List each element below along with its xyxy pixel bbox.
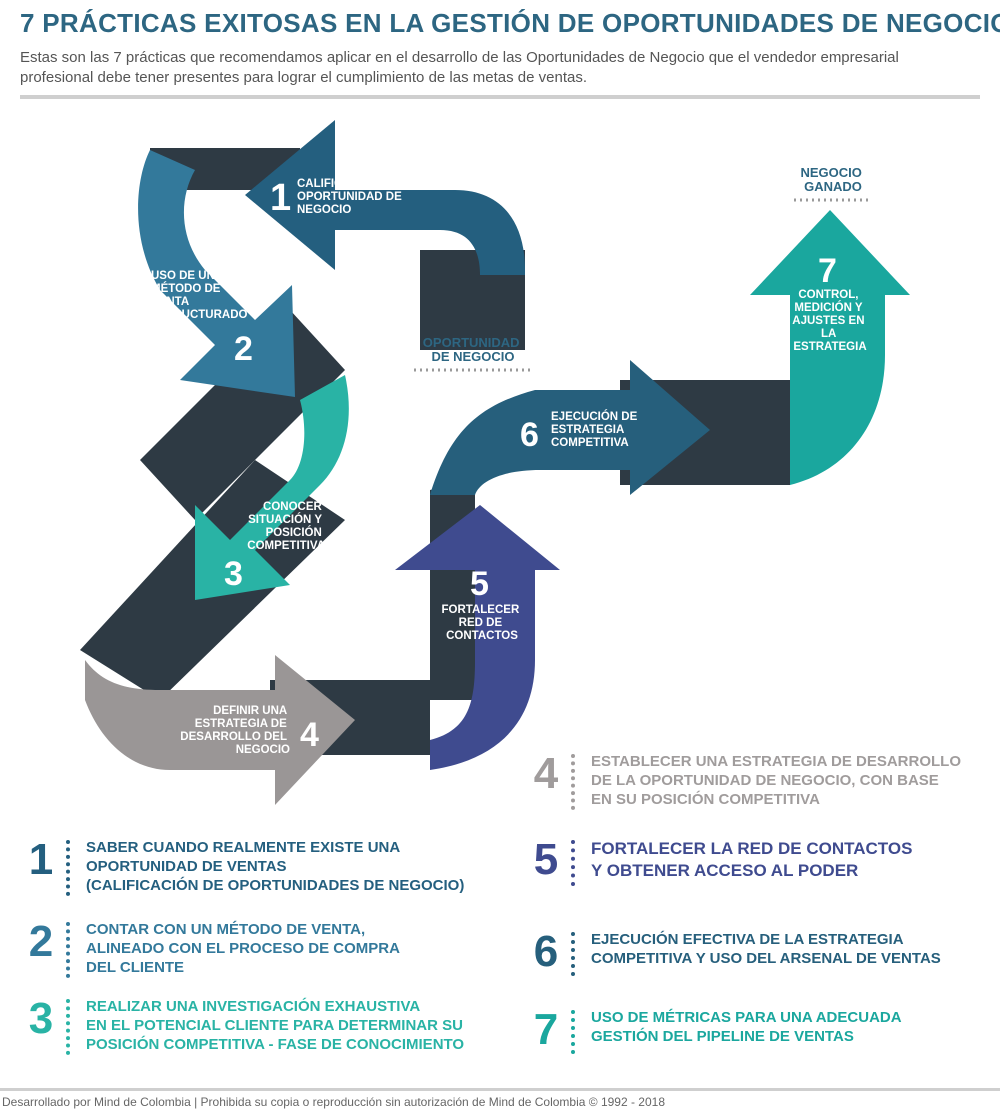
step-6-label: EJECUCIÓN DE ESTRATEGIA COMPETITIVA [551,410,640,449]
process-diagram: 1 CALIFICAR OPORTUNIDAD DE NEGOCIO USO D… [80,120,910,805]
legend-dots [571,932,581,976]
end-label: NEGOCIO GANADO [800,165,865,194]
bottom-divider [0,1088,1000,1091]
legend-item-2: 2 CONTAR CON UN MÉTODO DE VENTA,ALINEADO… [20,920,400,978]
step-5-number: 5 [470,565,489,603]
legend-dots [571,1010,581,1054]
legend-dots [66,840,76,896]
step-4-number: 4 [300,716,319,754]
step-5-label: FORTALECER RED DE CONTACTOS [442,604,523,642]
footer-text: Desarrollado por Mind de Colombia | Proh… [2,1095,665,1109]
legend-number: 4 [533,749,559,798]
start-label: OPORTUNIDAD DE NEGOCIO [423,335,523,364]
step-6-arrow [430,360,710,495]
step-2-arrow [138,150,295,397]
legend-number: 7 [533,1005,559,1054]
top-divider [20,95,980,99]
intro-text: Estas son las 7 prácticas que recomendam… [20,49,899,86]
step-2-label: USO DE UN MÉTODO DE VENTA ESTRUCTURADO [151,270,248,321]
step-1-number: 1 [270,177,291,219]
step-2-number: 2 [234,330,253,368]
legend-number: 1 [28,835,54,884]
step-4-arrow [85,655,355,805]
step-1-arrow [245,120,525,275]
step-5-arrow [395,505,560,770]
legend-dots [571,840,581,886]
step-4-label: DEFINIR UNA ESTRATEGIA DE DESARROLLO DEL… [180,705,290,756]
step-7-arrow [750,210,910,485]
legend-dots [66,999,76,1055]
legend-number: 6 [533,927,559,976]
legend-number: 2 [28,917,54,966]
legend-dots [571,754,581,810]
step-3-label: CONOCER SITUACIÓN Y POSICIÓN COMPETITIVA [247,501,325,552]
step-3-number: 3 [224,555,243,593]
step-7-label: CONTROL, MEDICIÓN Y AJUSTES EN LA ESTRAT… [792,289,867,353]
legend-number: 3 [28,994,54,1043]
step-7-number: 7 [818,252,837,290]
step-3-arrow [195,375,349,600]
legend-text: CONTAR CON UN MÉTODO DE VENTA,ALINEADO C… [86,921,400,976]
page-title: 7 PRÁCTICAS EXITOSAS EN LA GESTIÓN DE OP… [20,8,1000,38]
step-labels: 1 CALIFICAR OPORTUNIDAD DE NEGOCIO USO D… [151,177,867,756]
legend-dots [66,922,76,978]
step-6-number: 6 [520,416,539,454]
step-1-label: CALIFICAR OPORTUNIDAD DE NEGOCIO [297,178,405,216]
legend-number: 5 [533,835,559,884]
legend-item-4: 4 ESTABLECER UNA ESTRATEGIA DE DESARROLL… [525,752,961,810]
